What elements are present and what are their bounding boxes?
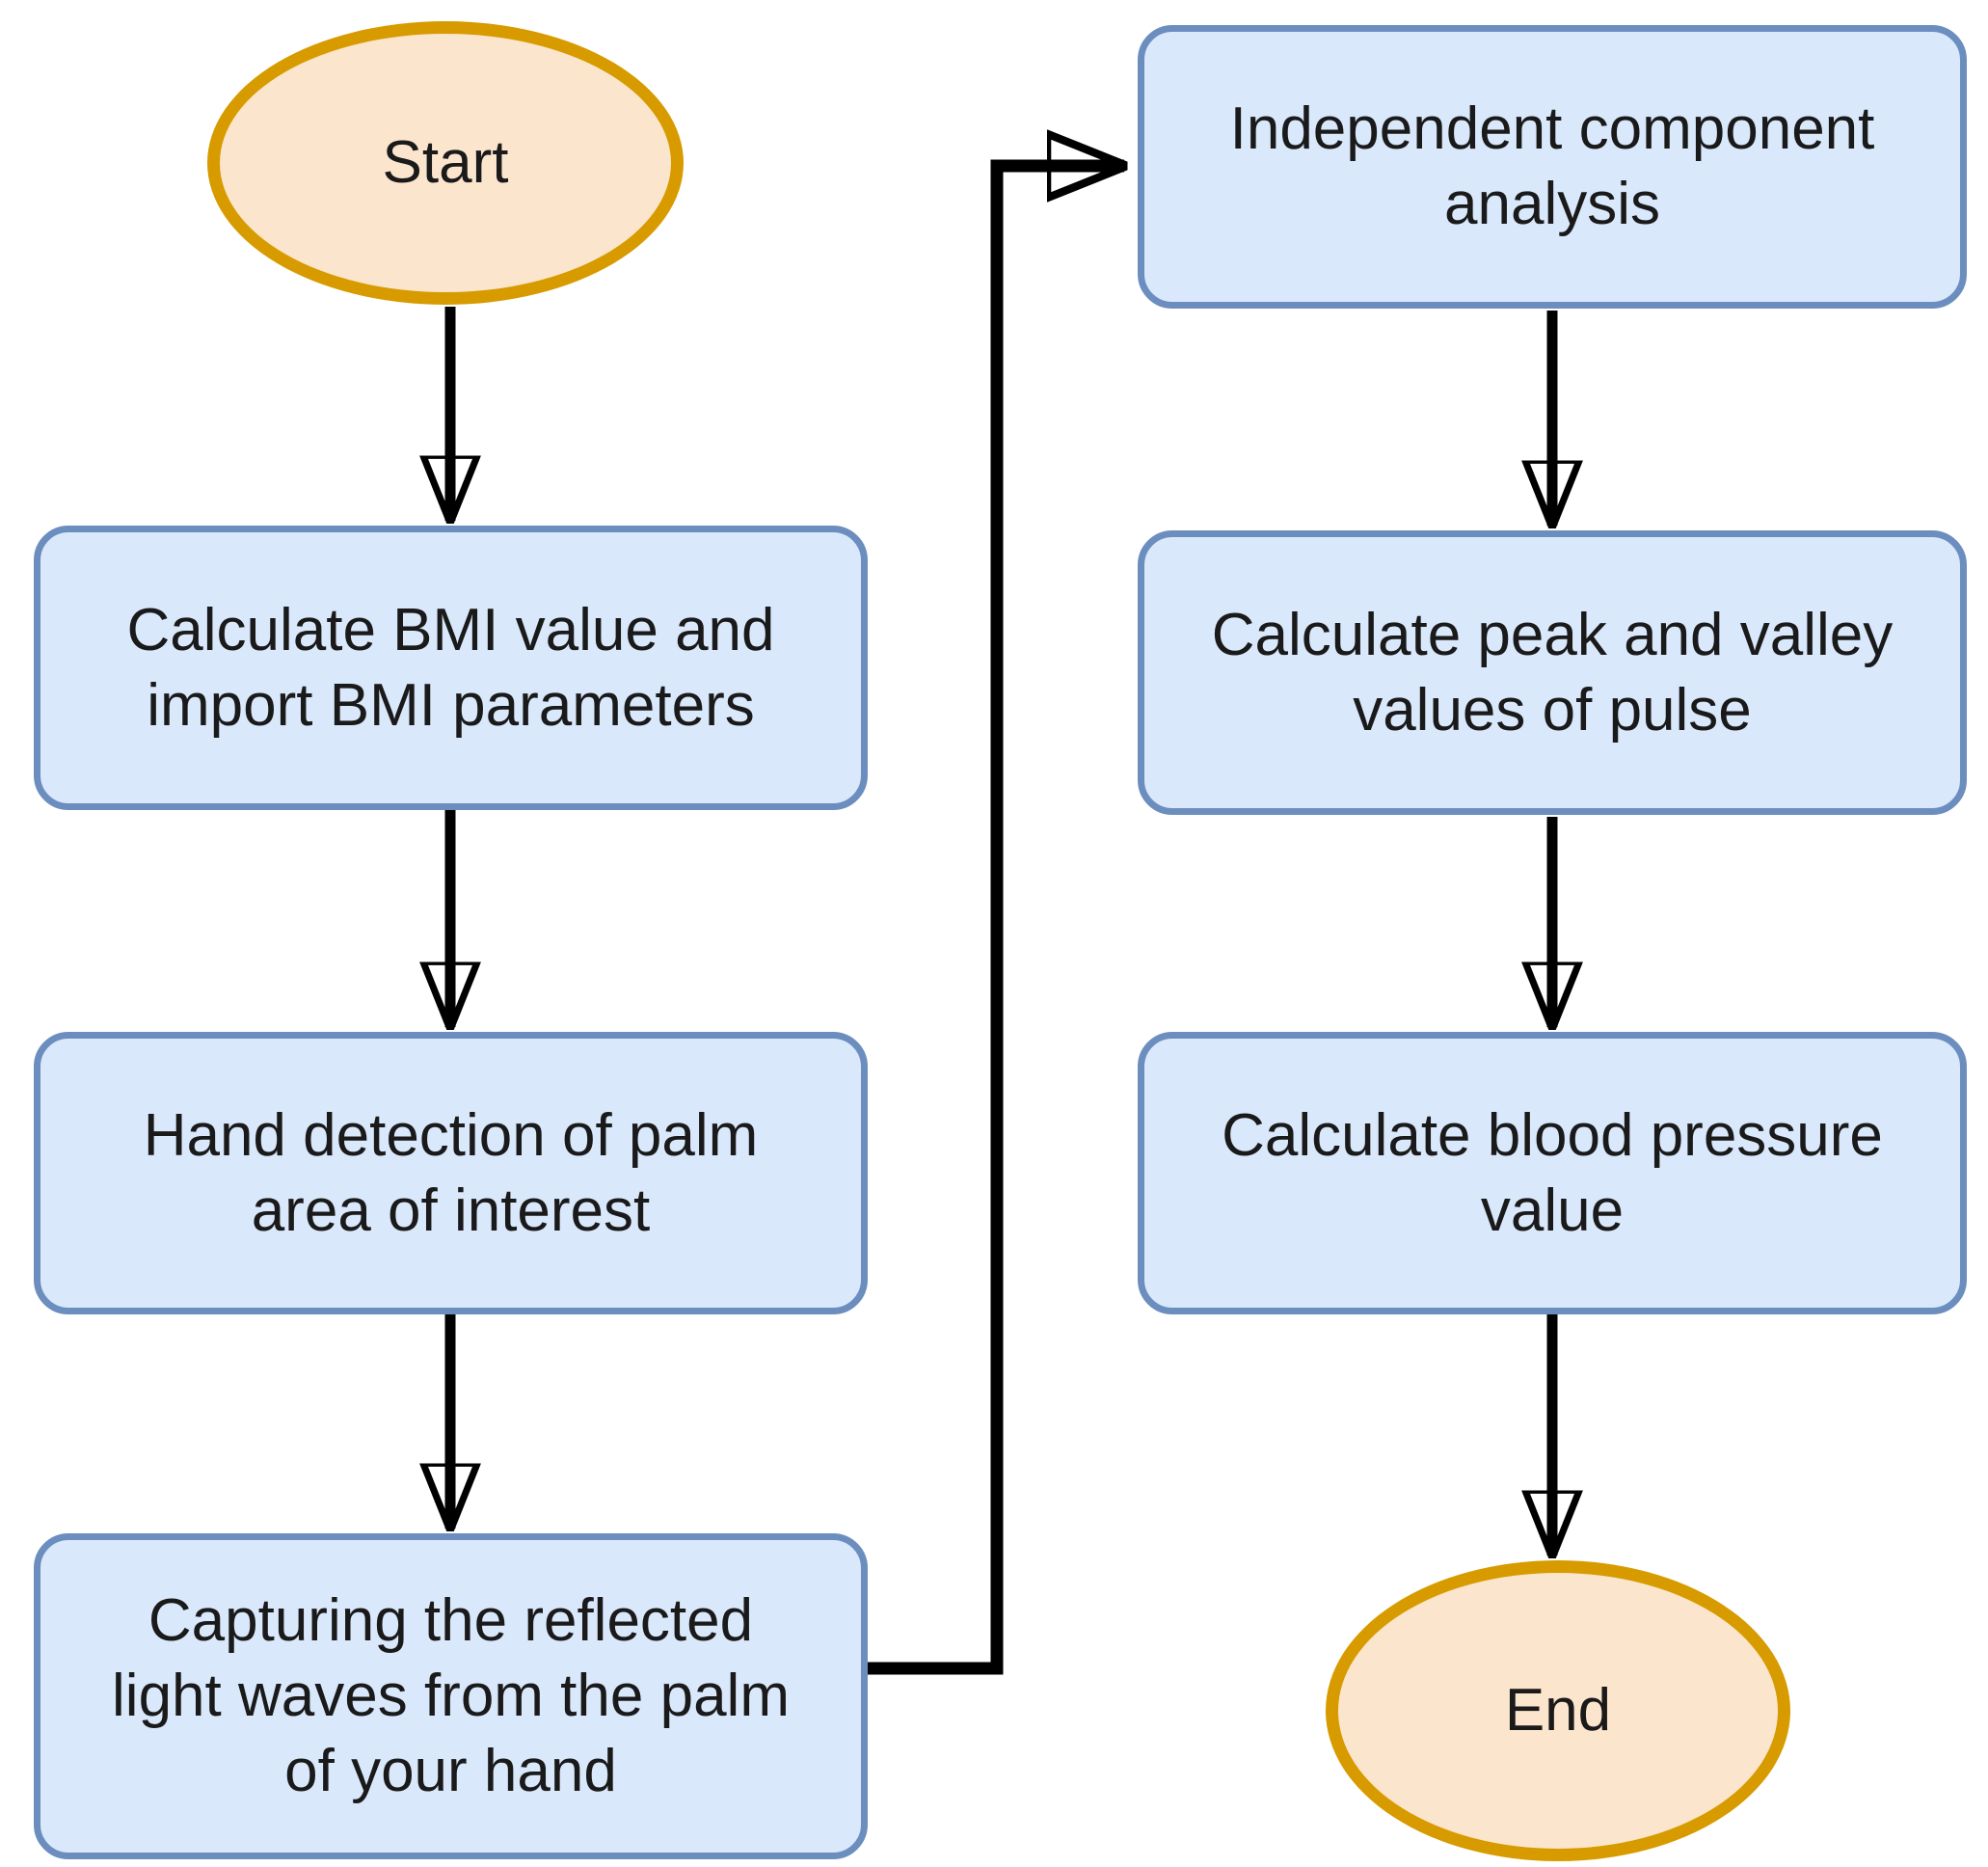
node-calculate-bmi: Calculate BMI value and import BMI param… (34, 526, 868, 810)
node-calculate-bmi-label: Calculate BMI value and import BMI param… (126, 596, 775, 739)
node-end-label: End (1504, 1677, 1612, 1744)
node-capturing-light-label: Capturing the reflected light waves from… (112, 1587, 790, 1804)
node-capturing-light: Capturing the reflected light waves from… (34, 1533, 868, 1859)
node-ica: Independent component analysis (1138, 25, 1967, 309)
edge-capture-to-ica (866, 166, 1124, 1675)
node-start-label: Start (382, 129, 509, 196)
node-start: Start (207, 21, 684, 305)
node-hand-detection: Hand detection of palm area of interest (34, 1032, 868, 1314)
node-peak-valley-label: Calculate peak and valley values of puls… (1211, 601, 1894, 744)
node-hand-detection-label: Hand detection of palm area of interest (143, 1101, 759, 1244)
node-peak-valley: Calculate peak and valley values of puls… (1138, 530, 1967, 815)
node-blood-pressure-label: Calculate blood pressure value (1222, 1101, 1883, 1244)
node-blood-pressure: Calculate blood pressure value (1138, 1032, 1967, 1314)
node-ica-label: Independent component analysis (1229, 95, 1875, 237)
node-end: End (1326, 1560, 1790, 1861)
